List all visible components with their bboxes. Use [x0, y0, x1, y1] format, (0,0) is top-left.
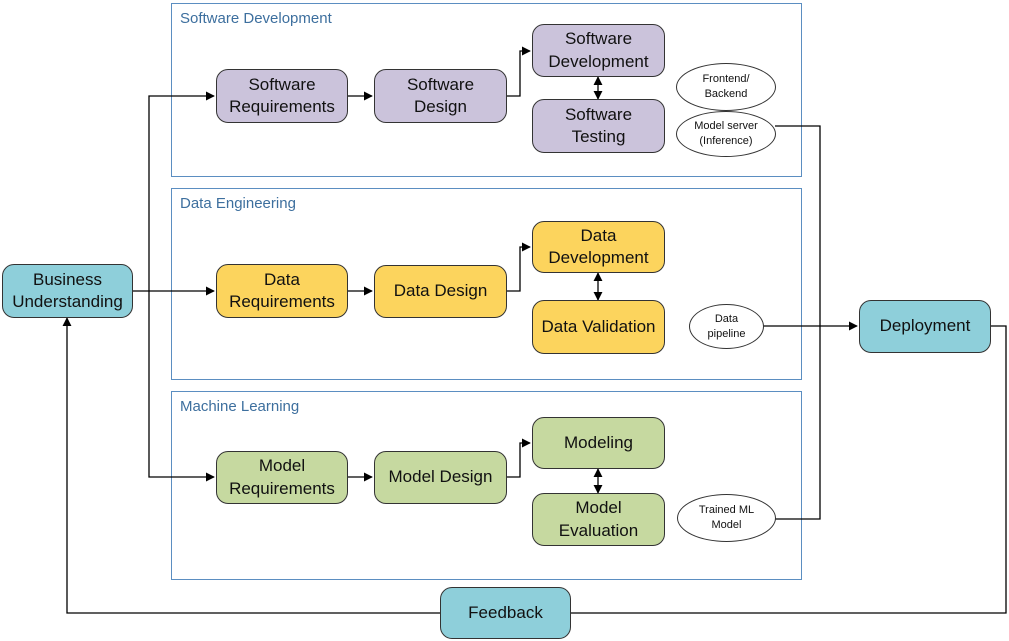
edge-sw-design-to-dev — [507, 46, 531, 97]
machine-learning-label: Machine Learning — [180, 398, 300, 415]
edge-model-design-to-modeling — [507, 438, 531, 478]
business-understanding-node: Business Understanding — [2, 264, 133, 318]
edge-trained-model-to-deployment — [775, 326, 821, 520]
edge-business-to-model-req — [148, 291, 215, 482]
frontend-backend-ellipse: Frontend/ Backend — [676, 63, 776, 111]
deployment-node: Deployment — [859, 300, 991, 353]
model-design-node: Model Design — [374, 451, 507, 504]
software-design-node: Software Design — [374, 69, 507, 123]
software-development-label: Software Development — [180, 10, 332, 27]
edge-business-to-sw-req — [148, 91, 215, 291]
data-design-node: Data Design — [374, 265, 507, 318]
edge-feedback-to-business — [62, 317, 440, 614]
data-validation-node: Data Validation — [532, 300, 665, 354]
model-evaluation-node: Model Evaluation — [532, 493, 665, 546]
data-engineering-label: Data Engineering — [180, 195, 296, 212]
data-pipeline-ellipse: Data pipeline — [689, 304, 764, 349]
trained-ml-model-ellipse: Trained ML Model — [677, 494, 776, 542]
edge-data-design-to-dev — [507, 242, 531, 292]
edge-deployment-to-feedback — [571, 325, 1007, 614]
modeling-node: Modeling — [532, 417, 665, 469]
software-requirements-node: Software Requirements — [216, 69, 348, 123]
model-requirements-node: Model Requirements — [216, 451, 348, 504]
edge-model-server-to-deployment — [775, 125, 821, 326]
data-development-node: Data Development — [532, 221, 665, 273]
software-development-node: Software Development — [532, 24, 665, 77]
feedback-node: Feedback — [440, 587, 571, 639]
data-requirements-node: Data Requirements — [216, 264, 348, 318]
model-server-ellipse: Model server (Inference) — [676, 111, 776, 157]
software-testing-node: Software Testing — [532, 99, 665, 153]
